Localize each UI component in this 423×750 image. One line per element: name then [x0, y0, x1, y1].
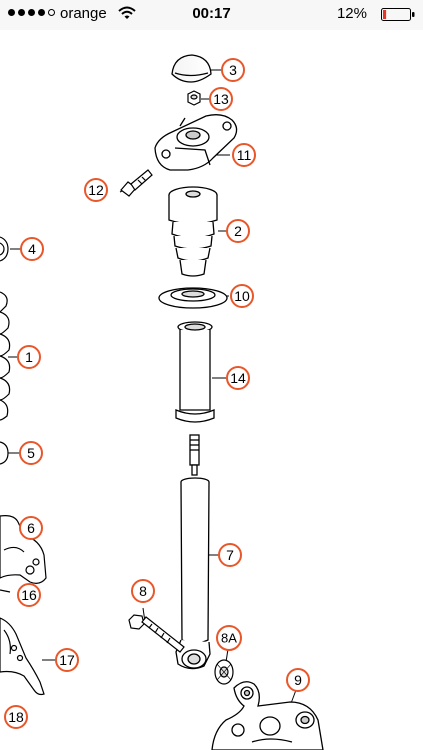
svg-text:14: 14 — [230, 370, 246, 386]
lower-spring-seat-part — [0, 441, 9, 465]
callout-13[interactable]: 13 — [209, 87, 233, 111]
signal-strength-icon — [8, 9, 55, 16]
bump-stop-part — [168, 186, 218, 277]
svg-text:9: 9 — [294, 672, 302, 688]
callout-11[interactable]: 11 — [232, 143, 256, 167]
control-arm-part — [0, 617, 45, 696]
callout-12[interactable]: 12 — [84, 178, 108, 202]
strut-mount-part — [154, 114, 238, 171]
wheel-bearing-housing-part — [211, 681, 324, 750]
callout-2[interactable]: 2 — [226, 219, 250, 243]
nut-part — [187, 90, 201, 106]
spring-seat-part — [158, 287, 228, 309]
callout-7[interactable]: 7 — [218, 543, 242, 567]
svg-text:6: 6 — [27, 520, 35, 536]
washer-part — [214, 659, 234, 685]
callout-1[interactable]: 1 — [17, 345, 41, 369]
carrier-name: orange — [60, 5, 107, 22]
svg-text:1: 1 — [25, 349, 33, 365]
upper-spring-seat-part — [0, 236, 9, 262]
svg-text:13: 13 — [213, 91, 229, 107]
svg-text:11: 11 — [237, 147, 252, 163]
callout-10[interactable]: 10 — [230, 284, 254, 308]
part-callouts: 3 13 11 12 2 4 10 1 14 5 6 7 16 8 8A 17 … — [4, 58, 310, 729]
svg-text:17: 17 — [59, 652, 75, 668]
protective-sleeve-part — [175, 321, 215, 423]
callout-3[interactable]: 3 — [221, 58, 245, 82]
svg-text:7: 7 — [226, 547, 234, 563]
callout-4[interactable]: 4 — [20, 237, 44, 261]
shock-bolt-part — [128, 614, 185, 653]
bolt-part — [120, 169, 153, 197]
status-bar: orange 00:17 12% — [0, 0, 423, 30]
svg-text:16: 16 — [21, 587, 37, 603]
callout-14[interactable]: 14 — [226, 366, 250, 390]
svg-text:8: 8 — [139, 583, 147, 599]
dome-cap-part — [171, 54, 212, 83]
svg-text:12: 12 — [88, 182, 104, 198]
svg-text:4: 4 — [28, 241, 36, 257]
callout-6[interactable]: 6 — [19, 516, 43, 540]
svg-text:2: 2 — [234, 223, 242, 239]
callout-8[interactable]: 8 — [131, 579, 155, 603]
svg-text:3: 3 — [229, 62, 237, 78]
callout-17[interactable]: 17 — [55, 648, 79, 672]
coil-spring-part — [0, 291, 11, 421]
callout-9[interactable]: 9 — [286, 668, 310, 692]
svg-text:8A: 8A — [221, 631, 237, 646]
wifi-icon — [118, 6, 136, 19]
leader-lines — [8, 69, 297, 707]
exploded-parts-diagram: 3 13 11 12 2 4 10 1 14 5 6 7 16 8 8A 17 … — [0, 54, 324, 750]
battery-icon — [381, 8, 415, 21]
callout-8a[interactable]: 8A — [216, 625, 242, 651]
callout-5[interactable]: 5 — [19, 441, 43, 465]
shock-absorber-part — [175, 434, 211, 670]
battery-percent: 12% — [336, 5, 367, 22]
callout-16[interactable]: 16 — [17, 583, 41, 607]
callout-18[interactable]: 18 — [4, 705, 28, 729]
svg-text:5: 5 — [27, 445, 35, 461]
bracket-part — [0, 515, 47, 593]
svg-text:10: 10 — [234, 288, 250, 304]
svg-text:18: 18 — [8, 709, 24, 725]
